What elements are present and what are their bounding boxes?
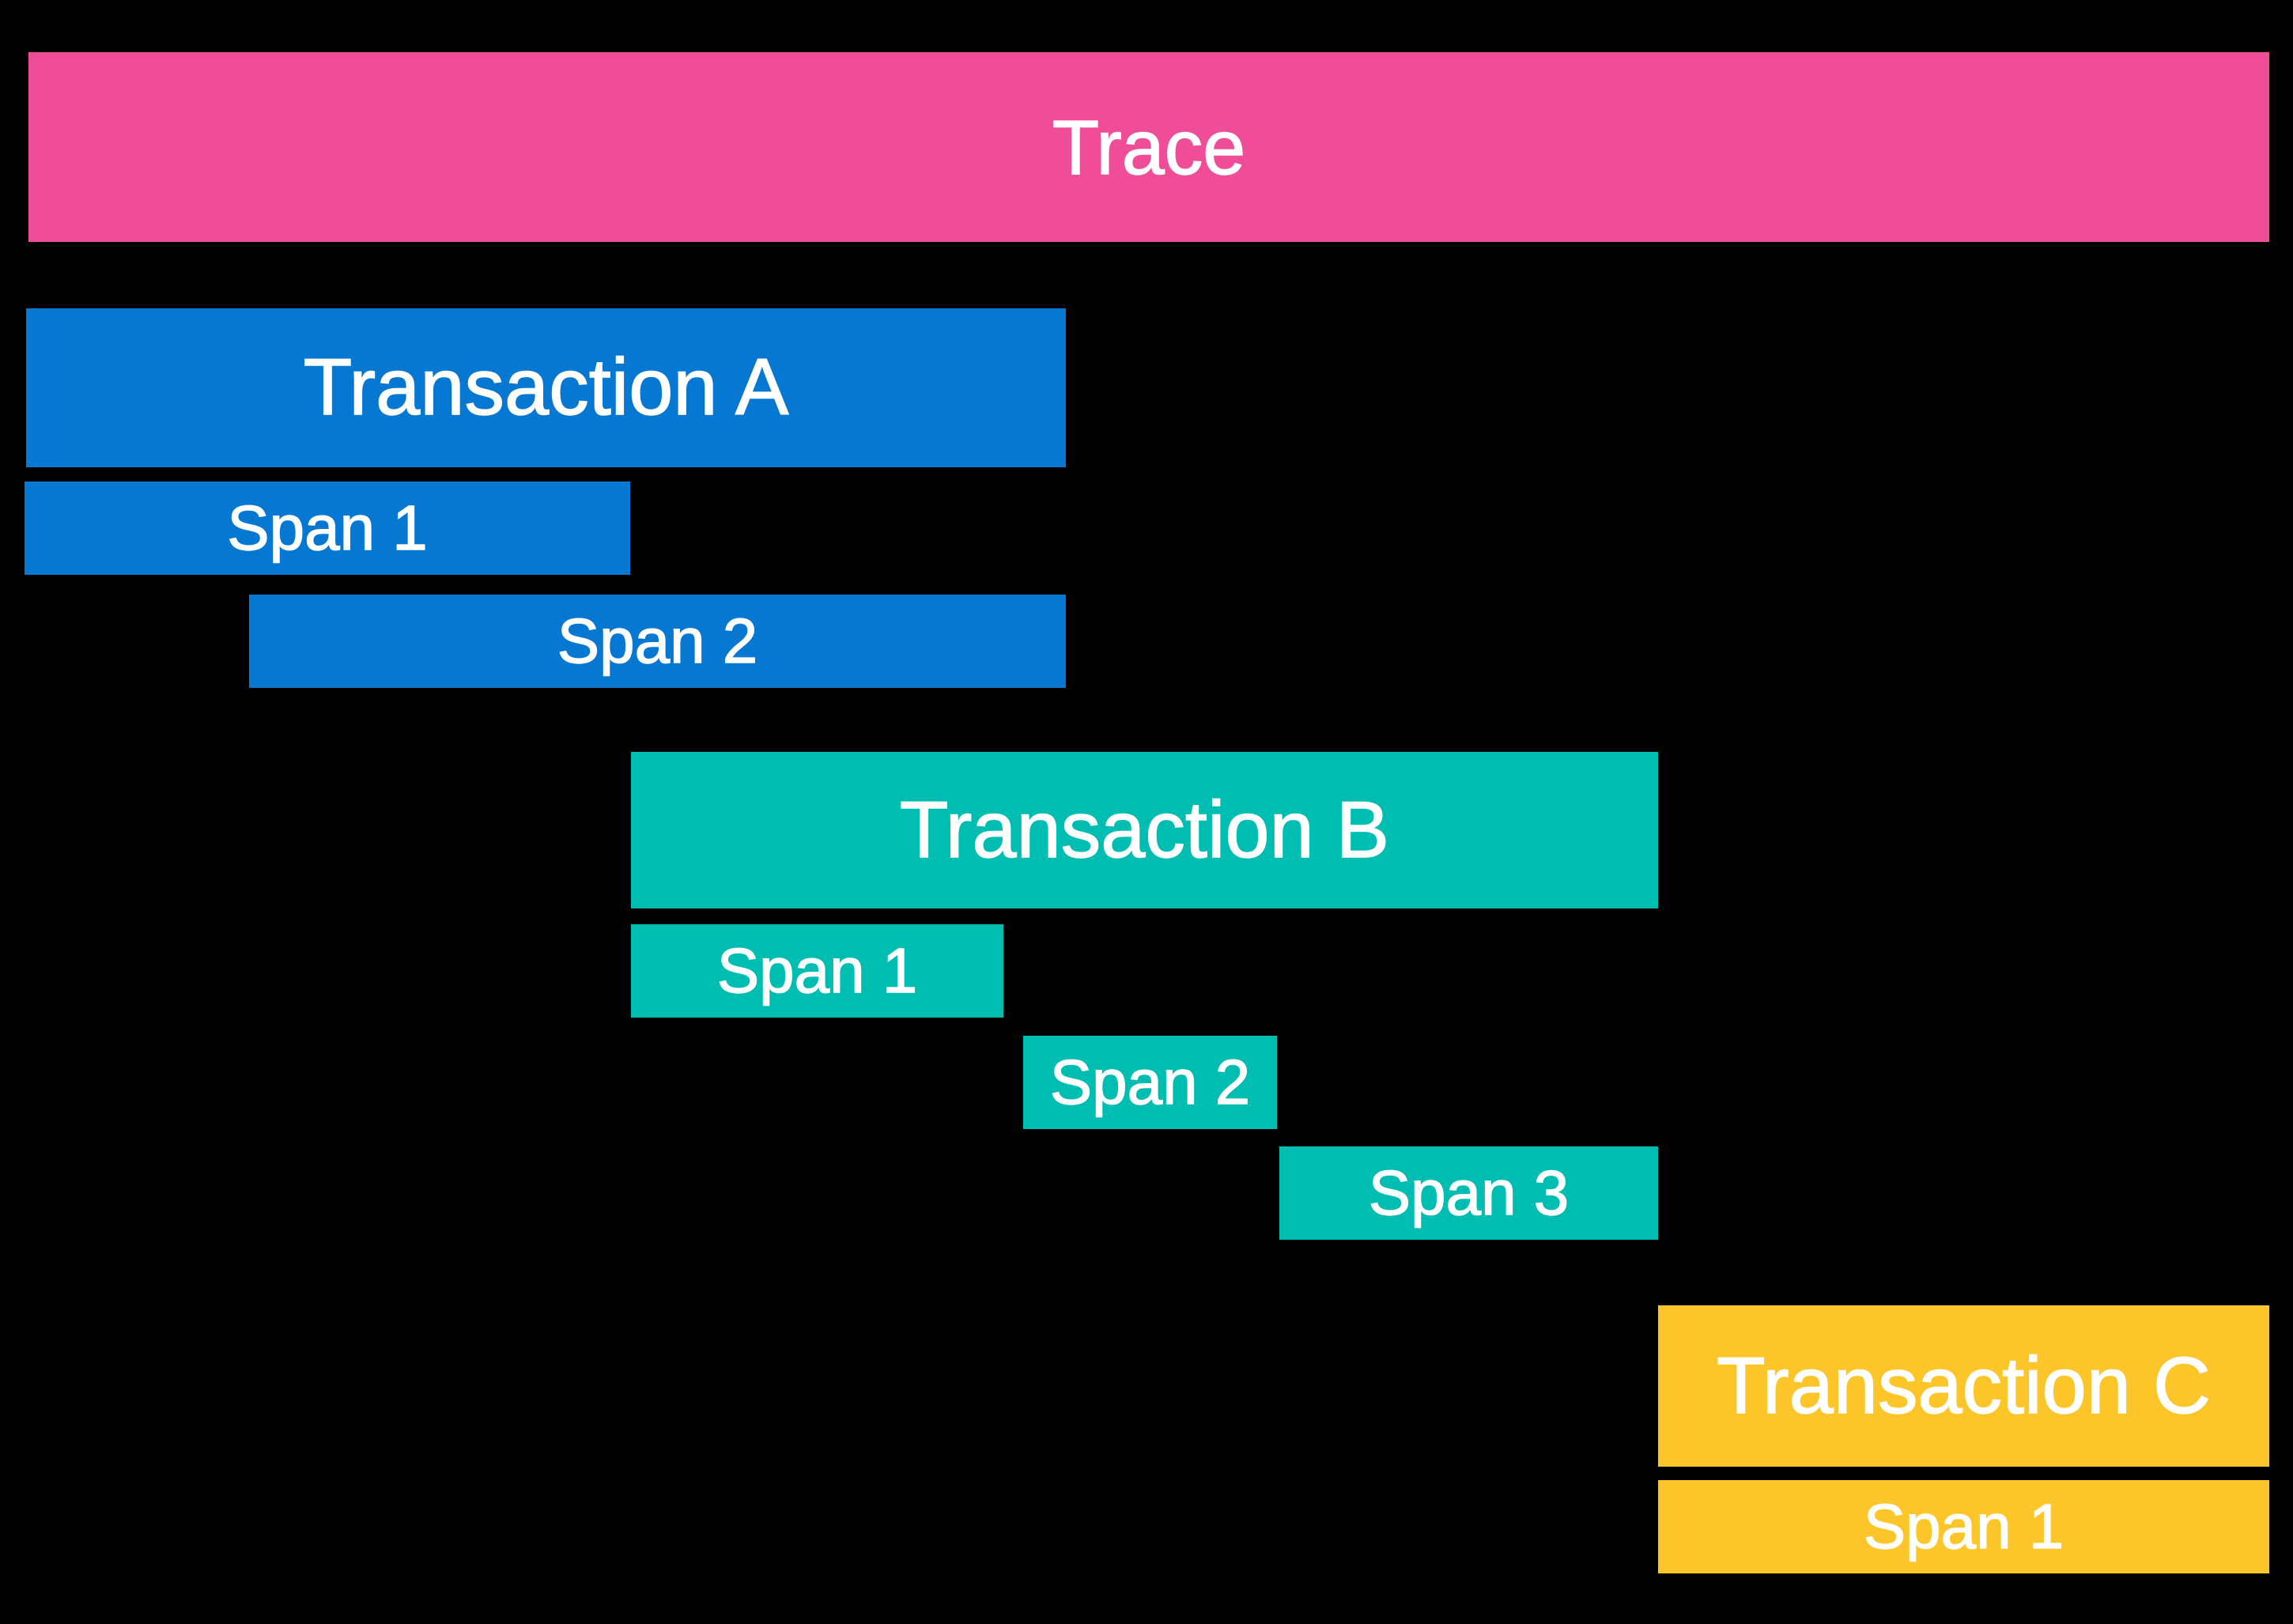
transaction-b-label: Transaction B [899,785,1390,874]
transaction-c-label: Transaction C [1716,1341,2211,1430]
trace-bar: Trace [28,52,2269,242]
trace-label: Trace [1052,104,1246,191]
transaction-b-bar: Transaction B [631,752,1658,908]
transaction-c-span-1-label: Span 1 [1863,1491,2064,1562]
transaction-c-bar: Transaction C [1658,1305,2269,1467]
transaction-b-span-3-bar: Span 3 [1279,1146,1658,1240]
transaction-b-span-1-label: Span 1 [716,935,918,1006]
transaction-a-span-1-bar: Span 1 [25,482,630,575]
transaction-a-bar: Transaction A [26,308,1066,467]
transaction-b-span-2-bar: Span 2 [1023,1036,1277,1129]
transaction-a-label: Transaction A [303,343,789,432]
transaction-c-span-1-bar: Span 1 [1658,1480,2269,1573]
transaction-b-span-2-label: Span 2 [1049,1047,1251,1117]
transaction-a-span-1-label: Span 1 [227,493,429,563]
transaction-a-span-2-bar: Span 2 [249,595,1066,688]
transaction-b-span-1-bar: Span 1 [631,924,1003,1018]
transaction-b-span-3-label: Span 3 [1368,1158,1570,1228]
transaction-a-span-2-label: Span 2 [557,606,758,676]
